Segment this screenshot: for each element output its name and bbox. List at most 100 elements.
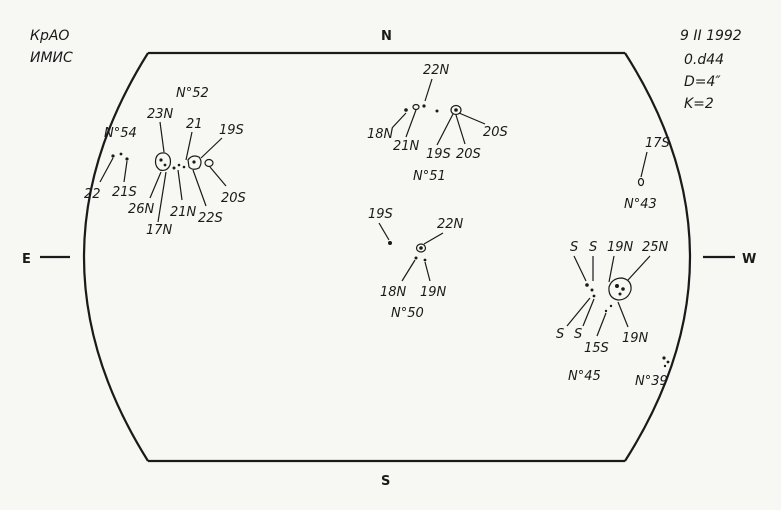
spot-penumbra (608, 277, 632, 301)
pointer-line (391, 112, 407, 129)
spot-label: 19S (219, 123, 244, 138)
spot-label: 19N (622, 331, 649, 346)
pointer-line (573, 255, 587, 282)
spot (192, 160, 196, 164)
group-50: 19S 22N 18N 19N N°50 (368, 207, 464, 321)
spot (119, 152, 123, 156)
observation-time: 0.d44 (684, 52, 724, 68)
spot (618, 292, 622, 296)
spot-label: 17N (146, 223, 173, 238)
quality-index: K=2 (684, 96, 714, 112)
frame-left-limb (82, 52, 149, 462)
group-50-title: N°50 (391, 306, 424, 321)
spot-label: 23N (147, 107, 174, 122)
pointer-line (209, 166, 227, 187)
spot (177, 163, 181, 167)
pointer-line (566, 297, 591, 327)
group-51-title: N°51 (413, 169, 446, 184)
pointer-line (99, 157, 114, 183)
spot (590, 288, 594, 292)
spot-label: 22 (84, 187, 101, 202)
pointer-line (617, 301, 629, 328)
spot-label: 19S (368, 207, 393, 222)
west-label: W (742, 252, 756, 267)
pointer-line (436, 113, 454, 146)
pointer-line (159, 121, 165, 153)
spot-label: 15S (584, 341, 609, 356)
group-45-title: N°45 (568, 369, 601, 384)
spot-penumbra (450, 104, 462, 116)
spot-label: 21S (112, 185, 137, 200)
spot (172, 166, 176, 170)
spot-label: 21N (170, 205, 197, 220)
spot-penumbra (187, 155, 202, 170)
spot (604, 309, 608, 313)
spot (662, 356, 666, 360)
spot-label: 22N (423, 63, 450, 78)
group-54-title: N°54 (104, 126, 137, 141)
spot (435, 109, 439, 113)
pointer-line (582, 298, 595, 327)
spot (454, 108, 458, 112)
pointer-line (424, 78, 433, 102)
pointer-line (378, 222, 390, 241)
pointer-line (608, 255, 615, 283)
observation-date: 9 II 1992 (680, 28, 742, 44)
spot (663, 364, 667, 368)
spot-label: 18N (367, 127, 394, 142)
spot (182, 165, 186, 169)
observatory-line1: КрАО (30, 28, 69, 44)
spot (414, 256, 418, 260)
north-label: N (381, 29, 392, 44)
disk-diameter: D=4″ (684, 74, 721, 90)
spot (163, 163, 167, 167)
spot-label: 22S (198, 211, 223, 226)
disk-frame (40, 51, 735, 463)
group-52-title: N°52 (176, 86, 209, 101)
spot-label: 21 (186, 117, 203, 132)
pointer-line (627, 255, 651, 281)
spot (388, 241, 392, 245)
spot-label: S (574, 327, 582, 342)
group-54: N°54 22 21S (84, 126, 137, 202)
spot-label: 19N (607, 240, 634, 255)
spot-label: 20S (221, 191, 246, 206)
pointer-line (157, 171, 167, 223)
spot-penumbra (204, 158, 214, 168)
spot (585, 283, 589, 287)
east-label: E (22, 252, 31, 267)
pointer-line (177, 169, 183, 201)
pointer-line (192, 169, 207, 207)
spot-label: 20S (483, 125, 508, 140)
spot-label: 19S (426, 147, 451, 162)
spot (125, 157, 129, 161)
group-52: N°52 23N 21 19S 26N 17N 21N 22S 20S (128, 86, 246, 238)
pointer-line (640, 151, 648, 178)
spot-label: 18N (380, 285, 407, 300)
spot-label: 20S (456, 147, 481, 162)
spot-penumbra (412, 103, 420, 111)
group-51: 22N 18N 21N 19S 20S 20S N°51 (367, 63, 508, 184)
spot-penumbra (154, 152, 172, 172)
spot (423, 258, 427, 262)
spot (159, 158, 163, 162)
pointer-line (401, 259, 416, 282)
group-43: 17S N°43 (624, 136, 670, 212)
spot (419, 246, 423, 250)
observatory-line2: ИМИС (30, 50, 73, 66)
pointer-line (458, 112, 486, 125)
spot (422, 104, 426, 108)
pointer-line (149, 171, 162, 199)
south-label: S (381, 474, 390, 489)
pointer-line (185, 131, 193, 161)
group-39: N°39 (635, 356, 670, 389)
spot (404, 108, 408, 112)
spot-label: 21N (393, 139, 420, 154)
group-45: S S 19N 25N S S 15S 19N N°45 (556, 240, 669, 384)
spot-label: S (589, 240, 597, 255)
pointer-line (424, 261, 431, 282)
spot-label: S (556, 327, 564, 342)
spot-label: S (570, 240, 578, 255)
pointer-line (423, 232, 444, 245)
